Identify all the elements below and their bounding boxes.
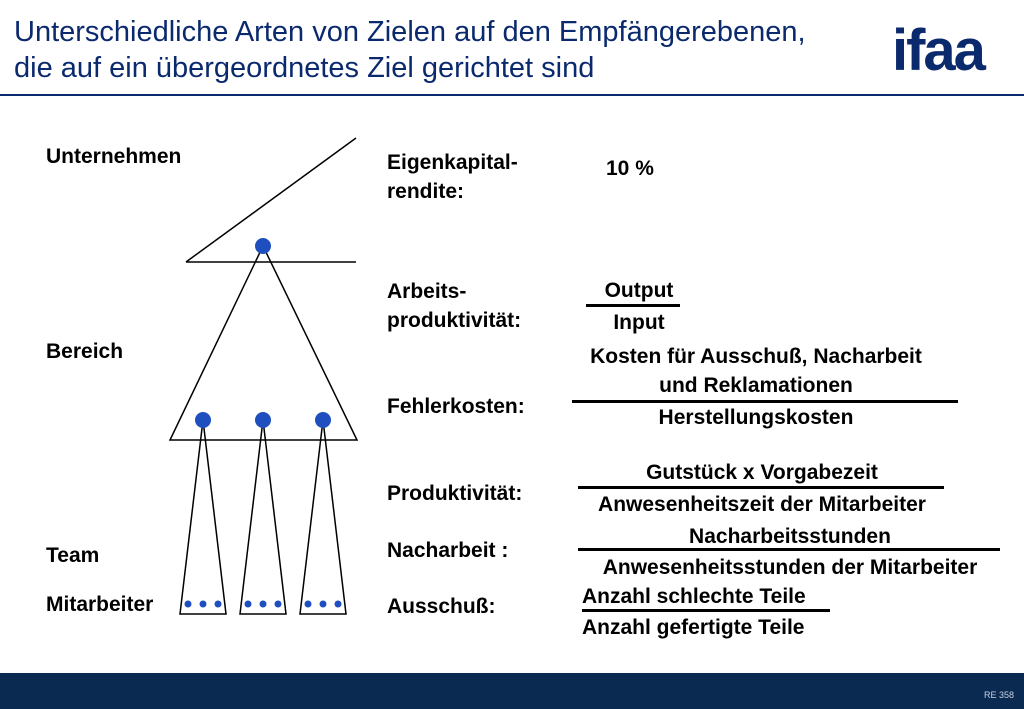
fraction-denominator: Anwesenheitsstunden der Mitarbeiter bbox=[602, 556, 978, 579]
employee-dot bbox=[259, 600, 267, 608]
employee-dot bbox=[319, 600, 327, 608]
fraction-bar bbox=[578, 548, 1000, 551]
page-title: Unterschiedliche Arten von Zielen auf de… bbox=[14, 14, 874, 86]
ifaa-logo: ifaa bbox=[892, 18, 986, 83]
team-triangle-1 bbox=[179, 419, 227, 615]
company-node bbox=[255, 238, 271, 254]
employee-dot bbox=[214, 600, 222, 608]
employee-dot bbox=[304, 600, 312, 608]
fraction-numerator: Gutstück x Vorgabezeit bbox=[646, 461, 878, 484]
label-line: produktivität: bbox=[387, 309, 522, 332]
header-divider bbox=[0, 94, 1024, 96]
label-produktivitaet: Produktivität: bbox=[387, 482, 523, 505]
employee-dot bbox=[244, 600, 252, 608]
fraction-numerator: Nacharbeitsstunden bbox=[689, 525, 891, 548]
label-line: Arbeits- bbox=[387, 280, 467, 303]
fraction-bar bbox=[578, 486, 944, 489]
area-node-2 bbox=[255, 412, 271, 428]
level-bereich: Bereich bbox=[46, 340, 124, 363]
wedge-diagonal-line bbox=[185, 137, 357, 263]
label-line: Eigenkapital- bbox=[387, 151, 518, 174]
fraction-denominator: Anzahl gefertigte Teile bbox=[582, 616, 805, 639]
employee-dot bbox=[334, 600, 342, 608]
label-fehlerkosten: Fehlerkosten: bbox=[387, 395, 525, 418]
employee-dot bbox=[184, 600, 192, 608]
area-node-1 bbox=[195, 412, 211, 428]
label-line: rendite: bbox=[387, 180, 465, 203]
area-node-3 bbox=[315, 412, 331, 428]
fraction-numerator: Anzahl schlechte Teile bbox=[582, 585, 806, 608]
fraction-numerator-line-2: und Reklamationen bbox=[659, 374, 853, 397]
footer-bar bbox=[0, 673, 1024, 709]
title-line-2: die auf ein übergeordnetes Ziel gerichte… bbox=[14, 52, 595, 84]
label-ausschuss: Ausschuß: bbox=[387, 595, 496, 618]
level-mitarbeiter: Mitarbeiter bbox=[46, 593, 154, 616]
fraction-denominator: Herstellungskosten bbox=[658, 406, 854, 429]
employee-dots bbox=[184, 600, 342, 608]
team-triangle-3 bbox=[299, 419, 347, 615]
label-arbeitsproduktivitaet: Arbeits- produktivität: bbox=[387, 277, 521, 335]
team-triangle-2 bbox=[239, 419, 287, 615]
fraction-numerator: Output bbox=[604, 279, 674, 302]
label-nacharbeit: Nacharbeit : bbox=[387, 539, 509, 562]
slide-code: RE 358 bbox=[983, 690, 1014, 700]
fraction-bar bbox=[582, 609, 830, 612]
fraction-numerator-line-1: Kosten für Ausschuß, Nacharbeit bbox=[590, 345, 922, 368]
fraction-denominator: Input bbox=[613, 311, 665, 334]
level-unternehmen: Unternehmen bbox=[46, 145, 182, 168]
fraction-bar bbox=[586, 304, 680, 307]
level-team: Team bbox=[46, 544, 100, 567]
area-triangle bbox=[168, 244, 359, 441]
employee-dot bbox=[274, 600, 282, 608]
fraction-bar bbox=[572, 400, 958, 403]
title-line-1: Unterschiedliche Arten von Zielen auf de… bbox=[14, 16, 806, 48]
fraction-denominator: Anwesenheitszeit der Mitarbeiter bbox=[598, 493, 926, 516]
label-eigenkapitalrendite: Eigenkapital- rendite: bbox=[387, 148, 518, 206]
employee-dot bbox=[199, 600, 207, 608]
value-eigenkapitalrendite: 10 % bbox=[606, 157, 654, 180]
